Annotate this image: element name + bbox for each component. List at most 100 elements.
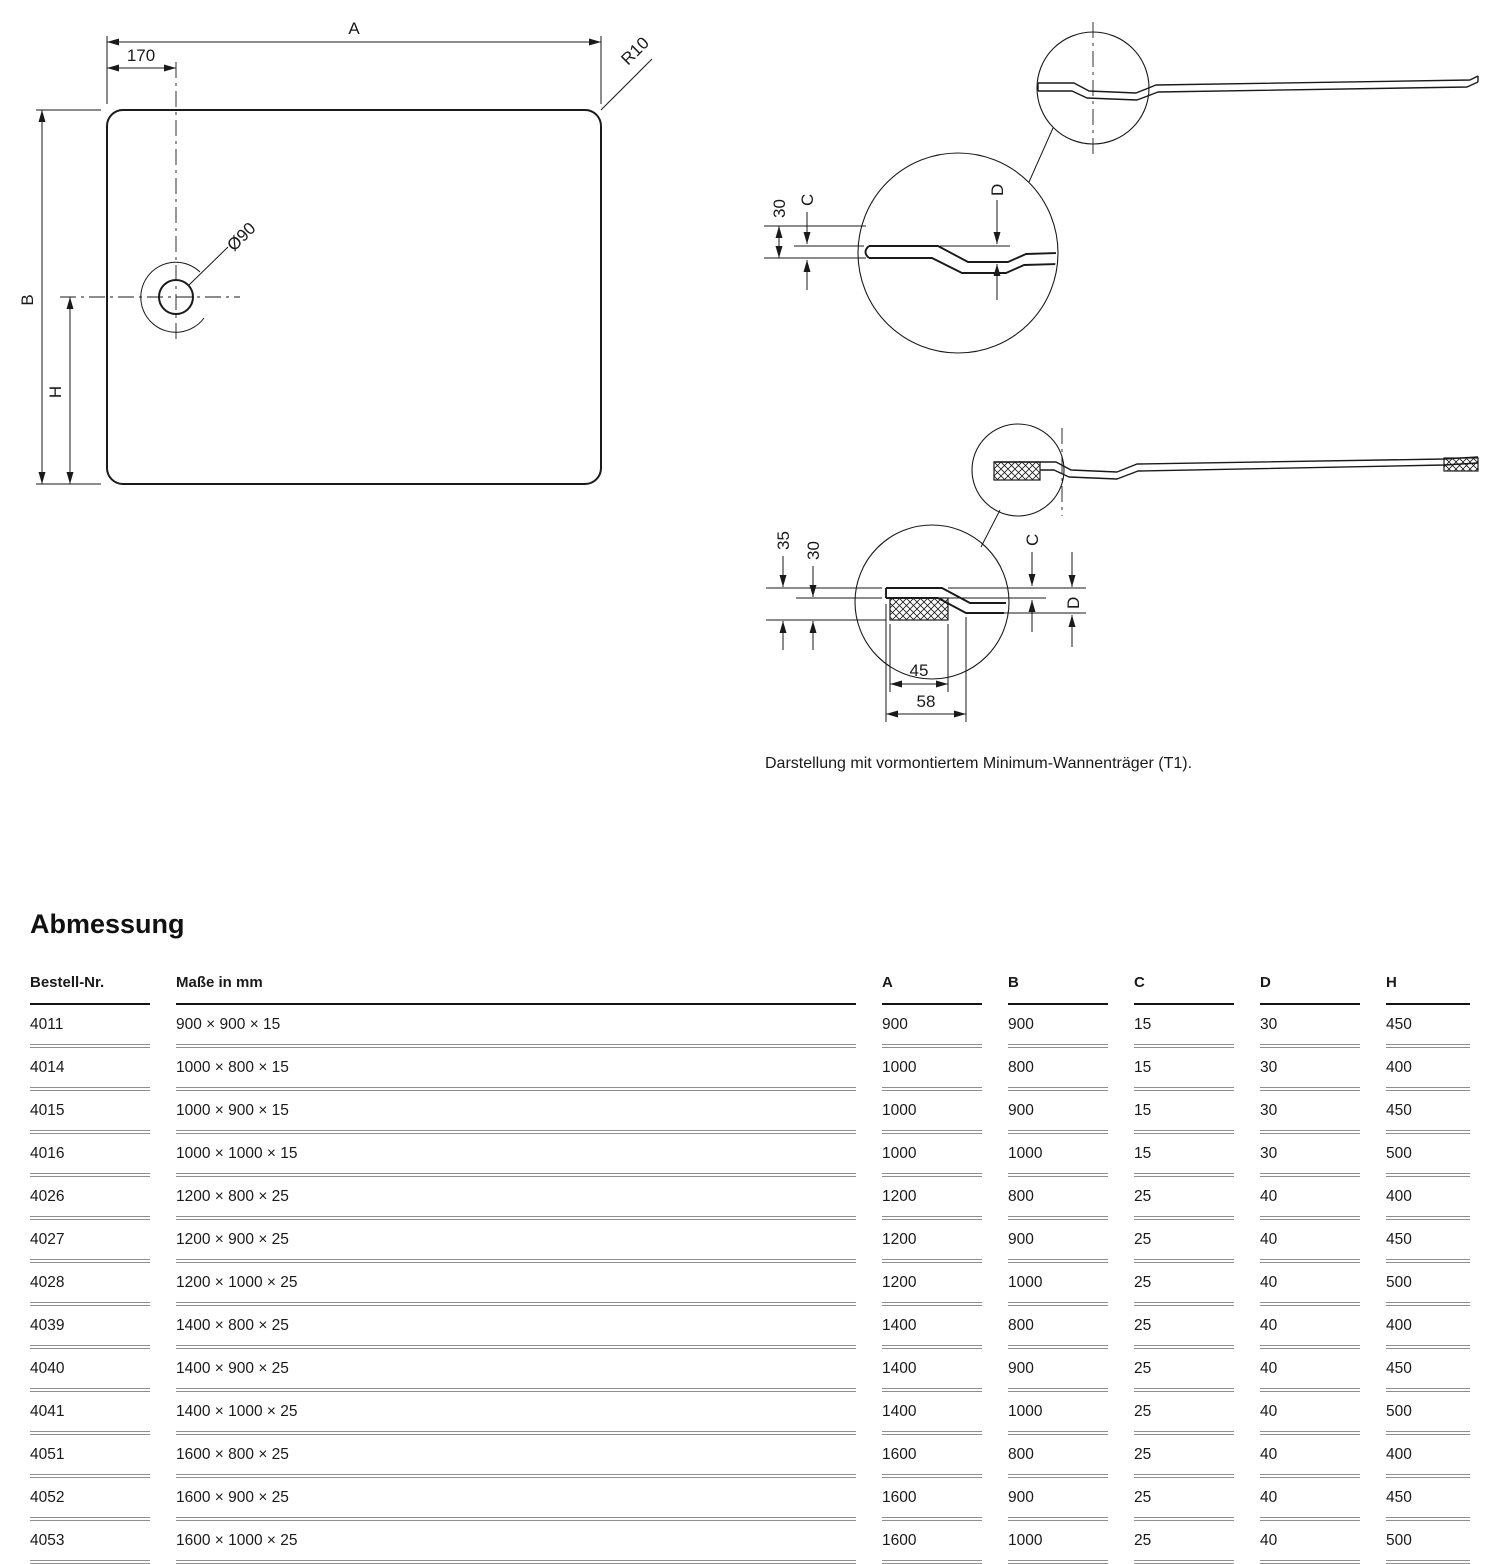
dim-support-d: D [1004,552,1086,647]
table-cell: 800 [1008,1177,1108,1220]
dim-section-c-label: C [798,194,817,206]
table-cell: 25 [1134,1435,1234,1478]
support-block-left [993,461,1041,481]
dim-support-35-label: 35 [774,531,793,550]
table-cell: 25 [1134,1521,1234,1564]
table-header: Bestell-Nr. Maße in mm A B C D H [30,966,1470,1005]
detail-leader-line [1028,127,1054,183]
table-cell: 1200 [882,1263,982,1306]
dim-section-30: 30 [764,199,866,259]
dim-section-d-label: D [988,184,1007,196]
tray-profile-bottom-edge [1040,462,1479,480]
table-cell: 500 [1386,1134,1470,1177]
table-cell: 40 [1260,1349,1360,1392]
table-cell: 900 [882,1005,982,1048]
table-cell: 1000 [882,1048,982,1091]
table-cell: 400 [1386,1306,1470,1349]
table-cell: 40 [1260,1521,1360,1564]
table-cell: 800 [1008,1048,1108,1091]
table-cell: 450 [1386,1091,1470,1134]
table-cell: 900 [1008,1091,1108,1134]
table-cell: 1000 × 900 × 15 [176,1091,856,1134]
table-cell: 40 [1260,1306,1360,1349]
table-cell: 1000 [882,1091,982,1134]
order-number-cell: 4014 [30,1048,150,1091]
table-cell: 1000 [1008,1263,1108,1306]
datasheet-page: A 170 R10 B H Ø90 [18,19,1479,1564]
order-number-cell: 4041 [30,1392,150,1435]
dim-b: B [18,109,101,485]
table-cell: 25 [1134,1177,1234,1220]
table-cell: 15 [1134,1134,1234,1177]
table-cell: 30 [1260,1134,1360,1177]
table-cell: 30 [1260,1048,1360,1091]
table-cell: 40 [1260,1220,1360,1263]
dim-support-35: 35 [766,531,886,650]
col-header-bestellnr: Bestell-Nr. [30,966,150,1005]
table-cell: 25 [1134,1392,1234,1435]
table-row: 4015 1000 × 900 × 15 1000 900 15 30 450 [30,1091,1470,1134]
section-title: Abmessung [30,909,185,939]
dimension-table-section: Abmessung Bestell-Nr. Maße in mm A B C D… [0,909,1500,1564]
dim-support-30-label: 30 [804,541,823,560]
table-cell: 30 [1260,1005,1360,1048]
table-cell: 15 [1134,1091,1234,1134]
dim-support-58: 58 [885,604,967,722]
table-cell: 1200 × 900 × 25 [176,1220,856,1263]
support-block-zoom [889,597,949,621]
dim-support-d-label: D [1064,597,1083,609]
section-view-plain: 30 C D [764,22,1479,354]
table-cell: 30 [1260,1091,1360,1134]
tray-profile-top-edge [994,456,1479,473]
table-cell: 450 [1386,1005,1470,1048]
table-cell: 400 [1386,1177,1470,1220]
col-header-b: B [1008,966,1108,1005]
plan-view: A 170 R10 B H Ø90 [18,19,653,485]
dim-a: A [106,19,602,104]
table-cell: 400 [1386,1048,1470,1091]
table-cell: 900 [1008,1220,1108,1263]
dim-section-30-label: 30 [770,199,789,218]
table-cell: 1600 × 1000 × 25 [176,1521,856,1564]
table-cell: 1600 × 800 × 25 [176,1435,856,1478]
table-cell: 1000 [1008,1392,1108,1435]
table-cell: 1000 × 800 × 15 [176,1048,856,1091]
order-number-cell: 4051 [30,1435,150,1478]
dim-support-45-label: 45 [910,661,929,680]
table-cell: 1000 × 1000 × 15 [176,1134,856,1177]
order-number-cell: 4026 [30,1177,150,1220]
dim-support-45: 45 [889,624,949,692]
table-cell: 900 × 900 × 15 [176,1005,856,1048]
col-header-h: H [1386,966,1470,1005]
table-cell: 900 [1008,1005,1108,1048]
dim-b-label: B [18,294,37,305]
order-number-cell: 4015 [30,1091,150,1134]
table-cell: 1000 [1008,1134,1108,1177]
detail-marker-circle [971,423,1065,517]
dim-h-label: H [46,386,65,398]
col-header-c: C [1134,966,1234,1005]
dim-section-d: D [940,184,1010,300]
dim-support-58-label: 58 [917,692,936,711]
technical-drawing: A 170 R10 B H Ø90 [18,19,1479,772]
dim-h: H [46,297,74,484]
table-cell: 1400 × 900 × 25 [176,1349,856,1392]
tray-profile-top-edge [1038,75,1479,94]
col-header-d: D [1260,966,1360,1005]
table-cell: 15 [1134,1048,1234,1091]
table-cell: 15 [1134,1005,1234,1048]
dim-support-c-label: C [1023,534,1042,546]
order-number-cell: 4053 [30,1521,150,1564]
section-view-with-support: 35 30 C D [766,423,1479,722]
table-cell: 1000 [1008,1521,1108,1564]
table-cell: 500 [1386,1392,1470,1435]
